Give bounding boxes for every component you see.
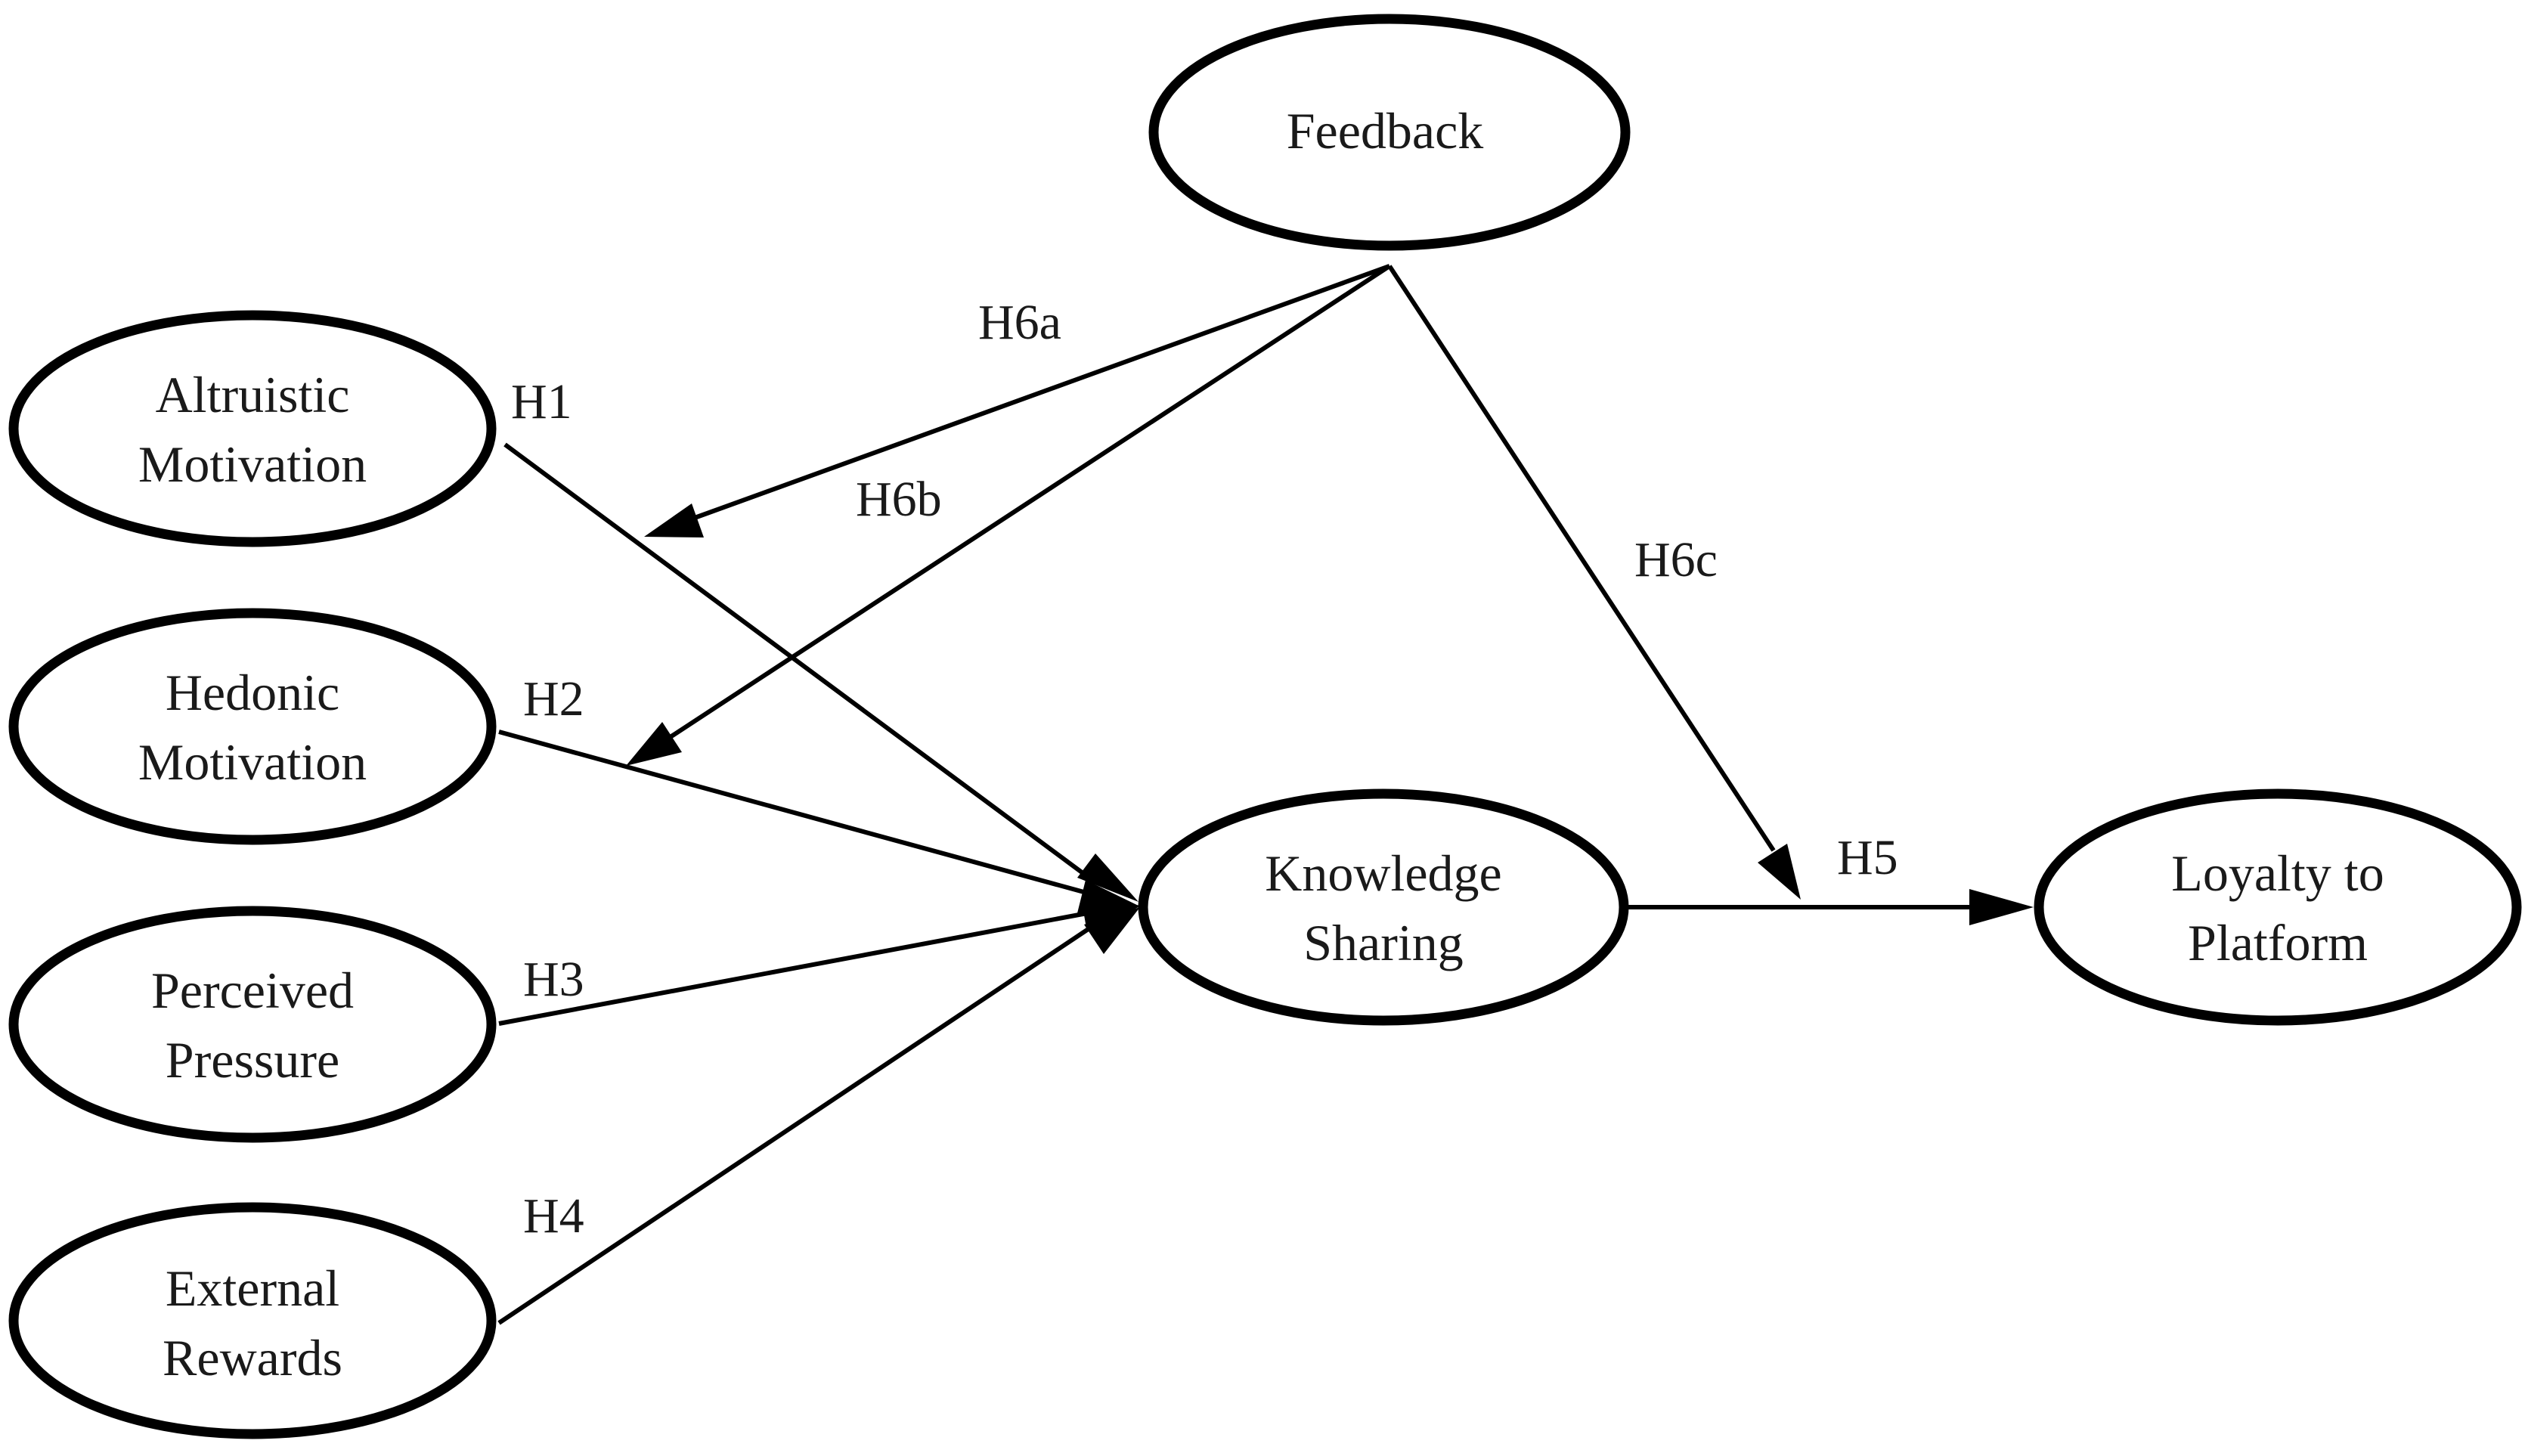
edge-h6a <box>644 264 1391 537</box>
label-h4: H4 <box>523 1188 584 1244</box>
label-h6a: H6a <box>978 295 1061 350</box>
edge-h6b <box>626 264 1391 766</box>
edge-h4-line <box>497 922 1098 1325</box>
node-external-label-line2: Rewards <box>163 1329 342 1386</box>
node-feedback-ellipse <box>1148 14 1631 251</box>
node-hedonic-label-line2: Motivation <box>138 733 367 791</box>
node-altruistic-motivation: Altruistic Motivation <box>8 310 497 547</box>
edge-h2 <box>498 730 1098 898</box>
nodes: Feedback Altruistic Motivation Hedonic M… <box>8 14 2522 1439</box>
edge-h5 <box>1627 889 2034 925</box>
edge-h3-line <box>498 909 1100 1026</box>
node-loyalty-ellipse <box>2034 788 2522 1026</box>
node-knowledge-label-line2: Sharing <box>1303 914 1464 971</box>
node-hedonic-label-line1: Hedonic <box>166 664 339 721</box>
edge-h1-line <box>503 442 1098 885</box>
node-knowledge-ellipse <box>1138 788 1629 1026</box>
label-h2: H2 <box>523 671 584 726</box>
arrowhead-h6c <box>1758 844 1801 900</box>
node-feedback: Feedback <box>1148 14 1631 251</box>
label-h5: H5 <box>1837 830 1898 885</box>
node-perceived-ellipse <box>8 906 497 1143</box>
label-h6b: H6b <box>856 472 942 527</box>
label-h3: H3 <box>523 952 584 1007</box>
arrowhead-h1 <box>1077 853 1139 902</box>
node-hedonic-ellipse <box>8 608 497 845</box>
edge-h6c <box>1387 265 1801 900</box>
node-altruistic-label-line1: Altruistic <box>156 366 350 423</box>
node-external-rewards: External Rewards <box>8 1202 497 1439</box>
node-external-label-line1: External <box>166 1259 339 1317</box>
edge-h4 <box>497 922 1098 1325</box>
node-perceived-label-line2: Pressure <box>166 1031 339 1089</box>
node-perceived-pressure: Perceived Pressure <box>8 906 497 1143</box>
edge-h6c-line <box>1387 265 1776 852</box>
edges <box>497 264 2034 1325</box>
label-h6c: H6c <box>1634 532 1718 587</box>
node-altruistic-ellipse <box>8 310 497 547</box>
node-loyalty-label-line1: Loyalty to <box>2171 844 2384 902</box>
node-loyalty-to-platform: Loyalty to Platform <box>2034 788 2522 1026</box>
knowledge-sharing-arrowheads <box>1077 853 1142 954</box>
node-feedback-label: Feedback <box>1287 102 1484 160</box>
edge-h6b-line <box>665 264 1391 742</box>
edge-h2-line <box>498 730 1098 898</box>
node-knowledge-sharing: Knowledge Sharing <box>1138 788 1629 1026</box>
node-loyalty-label-line2: Platform <box>2188 914 2368 971</box>
edge-labels: H1 H2 H3 H4 H5 H6a H6b H6c <box>511 295 1898 1244</box>
node-perceived-label-line1: Perceived <box>151 962 354 1019</box>
label-h1: H1 <box>511 374 572 429</box>
arrowhead-h5 <box>1969 889 2034 925</box>
edge-h6a-line <box>683 264 1391 524</box>
node-external-ellipse <box>8 1202 497 1439</box>
arrowhead-h6a <box>644 503 704 537</box>
arrowhead-h4 <box>1084 907 1140 954</box>
edge-h1 <box>503 442 1098 885</box>
arrowhead-h6b <box>626 722 682 766</box>
node-knowledge-label-line1: Knowledge <box>1265 844 1501 902</box>
edge-h3 <box>498 909 1100 1026</box>
node-hedonic-motivation: Hedonic Motivation <box>8 608 497 845</box>
node-altruistic-label-line2: Motivation <box>138 435 367 493</box>
